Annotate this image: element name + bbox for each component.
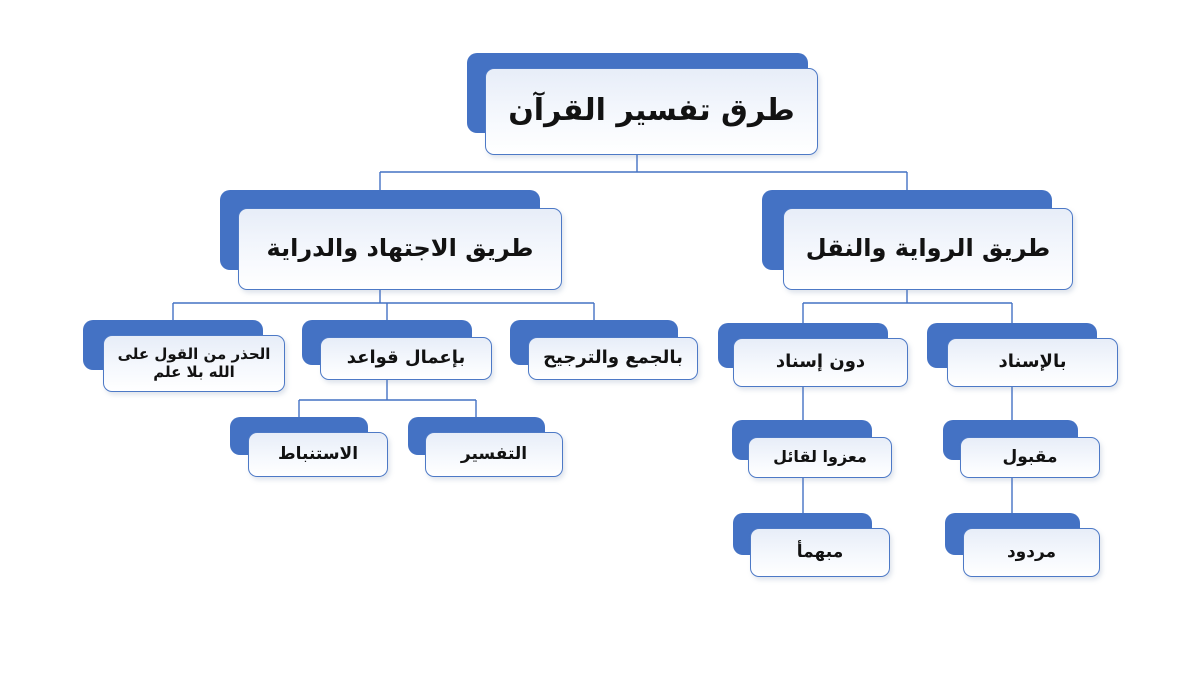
connector-qawaid-children xyxy=(298,380,477,423)
node-tafsir-label: التفسير xyxy=(460,443,528,464)
connector-riwaya-children xyxy=(802,290,1013,329)
node-riwaya: طريق الرواية والنقل xyxy=(762,190,1073,290)
node-mardud-box: مردود xyxy=(963,528,1100,577)
node-hadhar-label: الحذر من القول على الله بلا علم xyxy=(117,345,271,381)
node-mazuwan: معزوا لقائل xyxy=(732,420,892,478)
node-mardud: مردود xyxy=(945,513,1100,577)
node-bil-isnad-label: بالإسناد xyxy=(998,351,1067,373)
connector-root-children xyxy=(379,155,908,196)
node-dun-isnad-box: دون إسناد xyxy=(733,338,908,387)
node-tafsir: التفسير xyxy=(408,417,563,477)
node-hadhar-box: الحذر من القول على الله بلا علم xyxy=(103,335,285,392)
node-ijtihad-box: طريق الاجتهاد والدراية xyxy=(238,208,562,290)
node-mubham: مبهمأ xyxy=(733,513,890,577)
node-qawaid-box: بإعمال قواعد xyxy=(320,337,492,380)
node-dun-isnad-label: دون إسناد xyxy=(775,351,866,373)
node-maqbul-label: مقبول xyxy=(1002,446,1058,467)
node-bil-isnad: بالإسناد xyxy=(927,323,1118,387)
node-tafsir-box: التفسير xyxy=(425,432,563,477)
node-mazuwan-box: معزوا لقائل xyxy=(748,437,892,478)
node-mubham-label: مبهمأ xyxy=(796,541,844,562)
node-riwaya-box: طريق الرواية والنقل xyxy=(783,208,1073,290)
node-jam-box: بالجمع والترجيح xyxy=(528,337,698,380)
node-mardud-label: مردود xyxy=(1006,541,1057,562)
node-istinbat-box: الاستنباط xyxy=(248,432,388,477)
node-root-box: طرق تفسير القرآن xyxy=(485,68,818,155)
node-riwaya-label: طريق الرواية والنقل xyxy=(805,234,1051,263)
node-dun-isnad: دون إسناد xyxy=(718,323,908,387)
node-mubham-box: مبهمأ xyxy=(750,528,890,577)
node-maqbul-box: مقبول xyxy=(960,437,1100,478)
node-istinbat-label: الاستنباط xyxy=(277,443,359,464)
node-root-label: طرق تفسير القرآن xyxy=(508,93,795,129)
node-jam-label: بالجمع والترجيح xyxy=(543,347,683,369)
node-ijtihad-label: طريق الاجتهاد والدراية xyxy=(266,234,534,263)
node-jam: بالجمع والترجيح xyxy=(510,320,698,380)
node-bil-isnad-box: بالإسناد xyxy=(947,338,1118,387)
node-root: طرق تفسير القرآن xyxy=(467,53,818,155)
node-qawaid: بإعمال قواعد xyxy=(302,320,492,380)
node-maqbul: مقبول xyxy=(943,420,1100,478)
node-hadhar: الحذر من القول على الله بلا علم xyxy=(83,320,285,392)
connector-ijtihad-children xyxy=(172,290,595,326)
node-mazuwan-label: معزوا لقائل xyxy=(773,447,867,467)
node-istinbat: الاستنباط xyxy=(230,417,388,477)
node-ijtihad: طريق الاجتهاد والدراية xyxy=(220,190,562,290)
node-qawaid-label: بإعمال قواعد xyxy=(346,347,466,369)
